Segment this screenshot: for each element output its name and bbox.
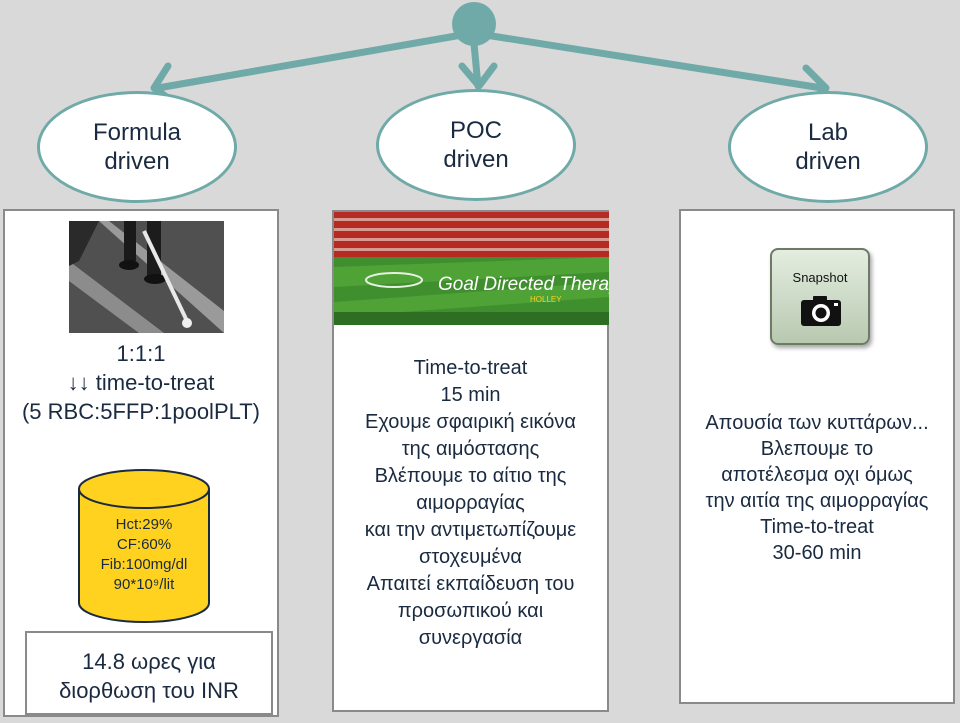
lab-line: Απουσία των κυττάρων...	[705, 412, 929, 434]
arrowhead-center	[458, 62, 498, 90]
poc-line: Time-to-treat	[413, 357, 528, 379]
node-label-line1: Formula	[92, 119, 182, 146]
poc-line: προσωπικού και	[397, 600, 544, 622]
node-formula-driven: Formula driven	[37, 91, 237, 203]
formula-text: 1:1:1 ↓↓ time-to-treat (5 RBC:5FFP:1pool…	[5, 339, 277, 426]
poc-text: Time-to-treat 15 min Εχουμε σφαιρική εικ…	[334, 355, 607, 652]
lab-line: την αιτία της αιμορραγίας	[705, 490, 929, 512]
cylinder-fib: Fib:100mg/dl	[100, 556, 188, 573]
lab-text: Απουσία των κυττάρων... Βλεπουμε το αποτ…	[681, 410, 953, 566]
lab-line: αποτέλεσμα οχι όμως	[721, 464, 913, 486]
panel-lab: Snapshot Απουσία των κυττάρων... Βλεπουμ…	[679, 209, 955, 704]
image-title: Goal Directed Therapy	[438, 274, 609, 295]
inr-box: 14.8 ωρες για διορθωση του INR	[25, 631, 273, 715]
root-node	[452, 2, 496, 46]
node-label-line2: driven	[443, 146, 509, 173]
walking-photo	[69, 221, 224, 333]
lab-line: Time-to-treat	[760, 516, 874, 538]
cylinder-plt: 90*10⁹/lit	[113, 576, 175, 593]
snapshot-button: Snapshot	[770, 248, 870, 345]
poc-line: συνεργασία	[418, 627, 523, 649]
formula-ratio: 1:1:1	[116, 341, 166, 366]
poc-line: και την αντιμετωπίζουμε	[364, 519, 577, 541]
snapshot-label: Snapshot	[792, 270, 848, 285]
node-lab-driven: Lab driven	[728, 91, 928, 203]
cylinder-hct: Hct:29%	[115, 516, 173, 533]
panel-formula: 1:1:1 ↓↓ time-to-treat (5 RBC:5FFP:1pool…	[3, 209, 279, 717]
node-label-line1: Lab	[807, 119, 849, 146]
node-label-line2: driven	[795, 148, 861, 175]
node-label-line2: driven	[104, 148, 170, 175]
poc-line: αιμορραγίας	[416, 492, 525, 514]
node-poc-driven: POC driven	[376, 89, 576, 201]
connector-left	[154, 29, 477, 92]
poc-line: Απαιτεί εκπαίδευση του	[366, 573, 575, 595]
inr-line1: 14.8 ωρες για	[82, 649, 216, 674]
formula-time-to-treat: ↓↓ time-to-treat	[67, 370, 215, 395]
lab-line: Βλεπουμε το	[760, 438, 874, 460]
formula-composition: (5 RBC:5FFP:1poolPLT)	[21, 399, 260, 424]
lab-values-cylinder: Hct:29% CF:60% Fib:100mg/dl 90*10⁹/lit	[77, 469, 211, 625]
lab-line: 30-60 min	[772, 542, 862, 564]
poc-line: 15 min	[440, 384, 501, 406]
camera-icon	[800, 295, 842, 327]
poc-line: στοχευμένα	[419, 546, 522, 568]
inr-line2: διορθωση του INR	[59, 678, 239, 703]
cylinder-cf: CF:60%	[116, 536, 172, 553]
poc-line: Εχουμε σφαιρική εικόνα	[365, 411, 576, 433]
node-label-line1: POC	[449, 117, 502, 144]
stadium-image: Goal Directed Therapy HOLLEY	[334, 212, 609, 325]
poc-line: της αιμόστασης	[401, 438, 540, 460]
panel-poc: Goal Directed Therapy HOLLEY Time-to-tre…	[332, 210, 609, 712]
poc-line: Βλέπουμε το αίτιο της	[374, 465, 567, 487]
image-subtitle: HOLLEY	[530, 295, 562, 304]
connector-right	[469, 29, 826, 92]
